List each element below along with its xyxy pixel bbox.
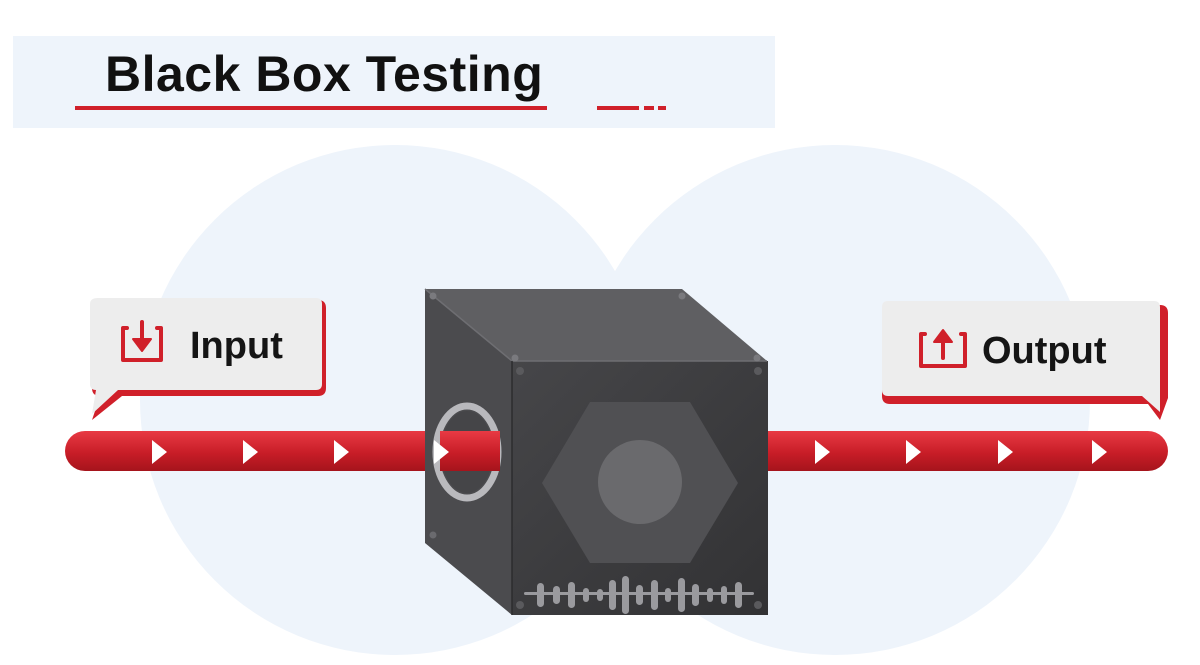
output-arrow-3 [998, 440, 1013, 464]
screw [429, 531, 437, 539]
screw [516, 367, 524, 375]
screw [511, 354, 519, 362]
screw [753, 354, 761, 362]
screw [754, 601, 762, 609]
title-underline [75, 106, 547, 110]
title-underline-dash [644, 106, 654, 110]
output-arrow-4 [1092, 440, 1107, 464]
input-arrow-1 [152, 440, 167, 464]
emblem-circle [598, 440, 682, 524]
output-arrow-2 [906, 440, 921, 464]
input-arrow-3 [334, 440, 349, 464]
output-pipe [760, 431, 1168, 471]
output-label: Output [982, 330, 1107, 372]
input-arrow-2 [243, 440, 258, 464]
screw [754, 367, 762, 375]
cube-top-face [425, 289, 767, 361]
output-arrow-1 [815, 440, 830, 464]
title-banner [13, 36, 775, 128]
title-underline-dash [658, 106, 666, 110]
download-tray-icon [121, 320, 163, 362]
output-callout [882, 301, 1168, 420]
input-label: Input [190, 325, 283, 367]
black-box-cube [424, 288, 768, 615]
screw [516, 601, 524, 609]
page-title: Black Box Testing [105, 46, 544, 102]
screw [678, 292, 686, 300]
upload-tray-icon [919, 329, 967, 368]
title-underline-dash [597, 106, 639, 110]
screw [429, 292, 437, 300]
input-callout [90, 298, 326, 420]
waveform-icon [524, 576, 754, 614]
